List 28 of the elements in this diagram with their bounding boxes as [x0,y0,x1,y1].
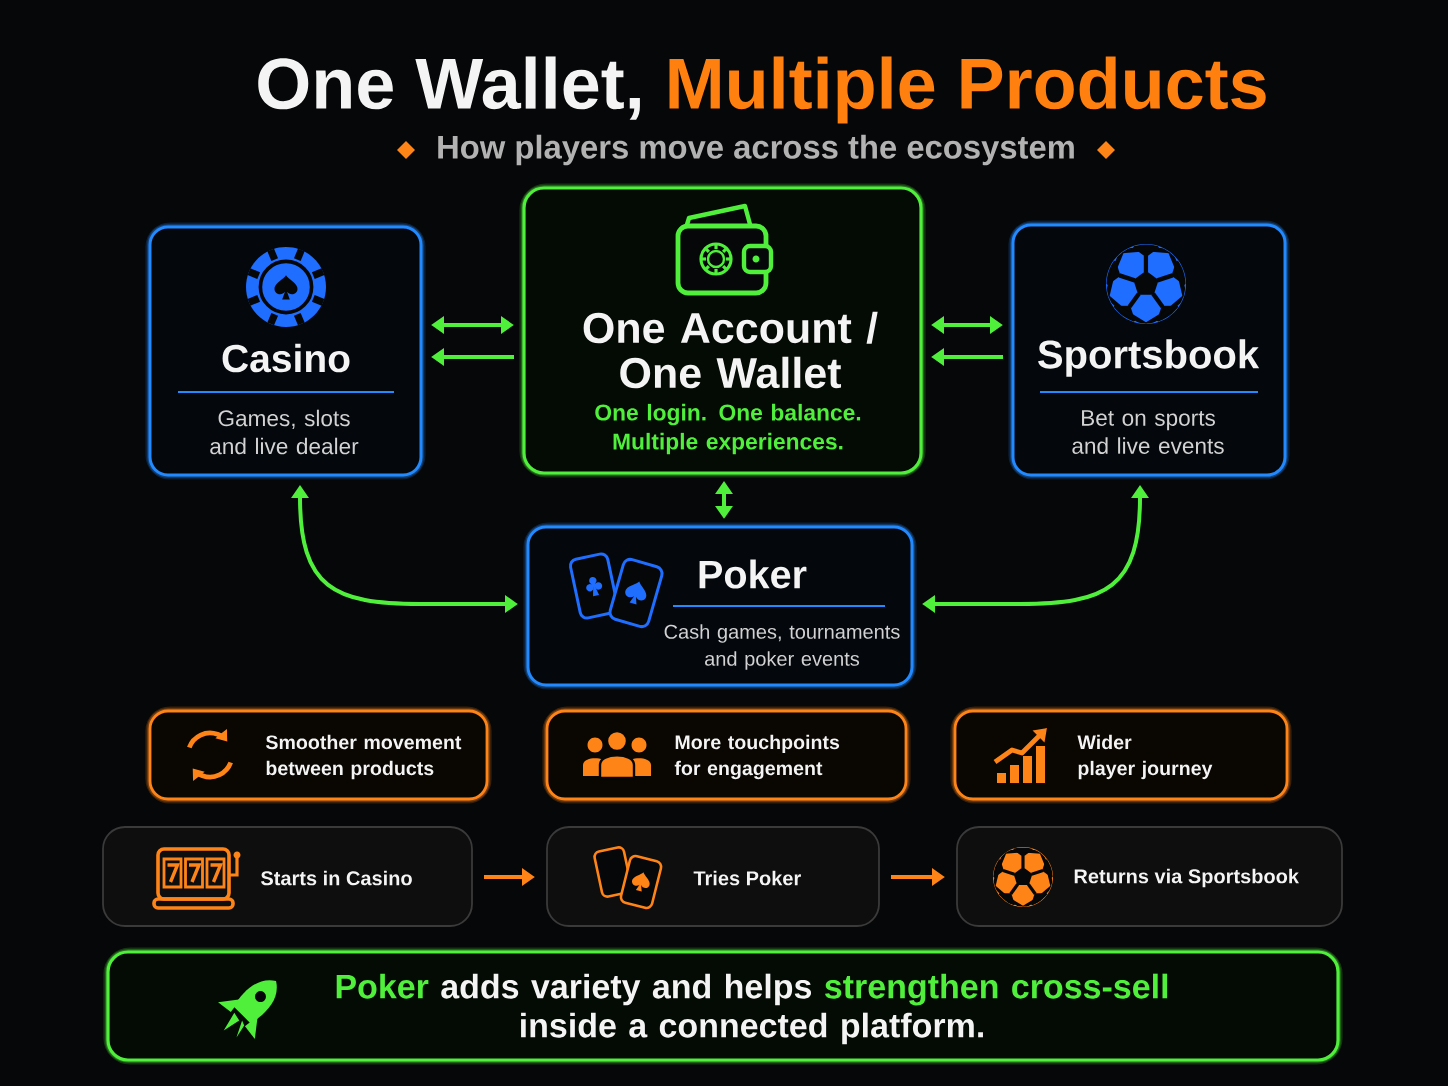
title: One Wallet, Multiple Products [258,56,1266,124]
product-card [523,522,917,690]
step-text: Tries Poker [693,870,801,886]
tagline: One login. One balance. Multiple experiences. [595,403,861,455]
benefit-card [950,706,1292,804]
benefit-text: Smoother movement between products [265,734,462,780]
card-description: Bet on sports and live events [1072,410,1224,454]
card-description: Cash games, tournaments and poker events [664,624,900,670]
banner-text: Poker adds variety and helps strengthen cross-sell inside a connected platform. [336,973,1168,1045]
card-title: One Account / One Wallet [583,311,878,389]
card-title: Sportsbook [1038,339,1260,377]
card-title: Poker [699,559,807,589]
card-description: Games, slots and live dealer [210,409,359,455]
hub-card [519,183,926,478]
benefit-text: Wider player journey [1077,734,1213,780]
step-card [546,826,880,927]
step-card [956,826,1343,927]
step-card [102,826,473,927]
step-text: Starts in Casino [260,870,412,886]
subtitle: How players move across the ecosystem [438,134,1074,166]
product-card [1008,220,1290,480]
benefit-card [542,706,911,804]
benefit-text: More touchpoints for engagement [674,734,840,780]
step-text: Returns via Sportsbook [1074,868,1299,888]
banner [103,947,1343,1065]
card-title: Casino [222,343,350,373]
benefit-card [145,706,492,804]
product-card [145,222,426,480]
